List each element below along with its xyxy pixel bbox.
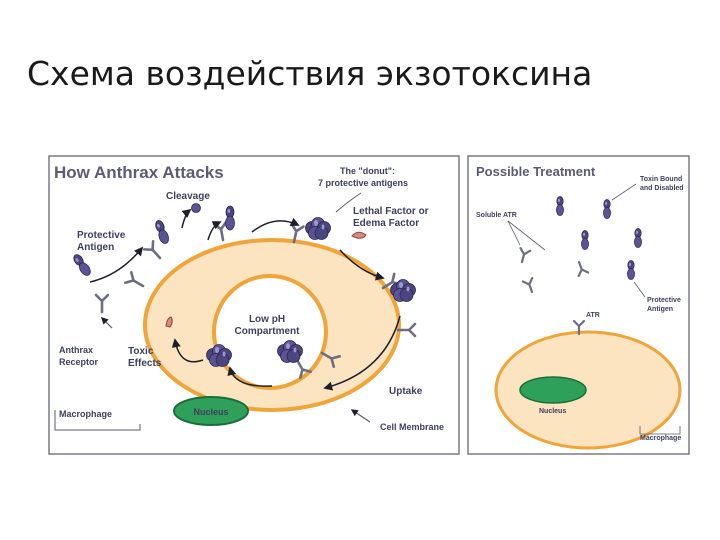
cleavage-label: Cleavage xyxy=(166,191,210,202)
protective-antigen-label-right-2: Antigen xyxy=(647,306,673,313)
lethal-factor-label: Lethal Factor or xyxy=(353,206,429,217)
slide-title: Схема воздействия экзотоксина xyxy=(27,54,593,93)
protective-antigen-icon xyxy=(603,198,611,220)
donut-sublabel: 7 protective antigens xyxy=(318,178,408,188)
nucleus-label-right: Nucleus xyxy=(539,408,566,415)
toxic-effects-label: Toxic xyxy=(128,346,154,357)
nucleus-label: Nucleus xyxy=(193,407,228,417)
protective-antigen-label-2: Antigen xyxy=(77,242,114,253)
lethal-factor-icon xyxy=(351,231,367,239)
compartment-label: Compartment xyxy=(234,326,300,337)
soluble-atr-label: Soluble ATR xyxy=(476,212,517,219)
left-panel-title: How Anthrax Attacks xyxy=(54,163,224,182)
protective-antigen-icon xyxy=(634,227,642,249)
toxin-disabled-label: and Disabled xyxy=(640,185,684,192)
nucleus xyxy=(173,396,249,426)
macrophage-label-right: Macrophage xyxy=(640,435,681,442)
toxic-effects-label-2: Effects xyxy=(128,358,162,369)
protective-antigen-label: Protective xyxy=(77,230,126,241)
atr-label: ATR xyxy=(586,312,600,319)
protective-antigen-icon xyxy=(581,229,589,251)
protective-antigen-icon xyxy=(627,259,635,281)
uptake-label: Uptake xyxy=(389,386,423,397)
donut-label: The "donut": xyxy=(340,166,395,176)
protective-antigen-icon xyxy=(556,195,564,217)
macrophage-label: Macrophage xyxy=(59,409,112,419)
anthrax-receptor-label: Anthrax xyxy=(59,345,93,355)
anthrax-receptor-label-2: Receptor xyxy=(59,357,99,367)
macrophage-cell-right xyxy=(494,330,682,450)
low-ph-label: Low pH xyxy=(249,314,285,325)
cell-membrane-label: Cell Membrane xyxy=(380,422,444,432)
nucleus-right xyxy=(519,376,587,404)
right-panel-title: Possible Treatment xyxy=(476,164,596,179)
protective-antigen-label-right: Protective xyxy=(647,297,681,304)
toxic-fragment-icon xyxy=(165,316,173,328)
protective-antigen-icon xyxy=(225,205,235,231)
cleavage-fragment-icon xyxy=(191,203,201,213)
toxin-bound-label: Toxin Bound xyxy=(640,176,682,183)
edema-factor-label: Edema Factor xyxy=(353,218,419,229)
